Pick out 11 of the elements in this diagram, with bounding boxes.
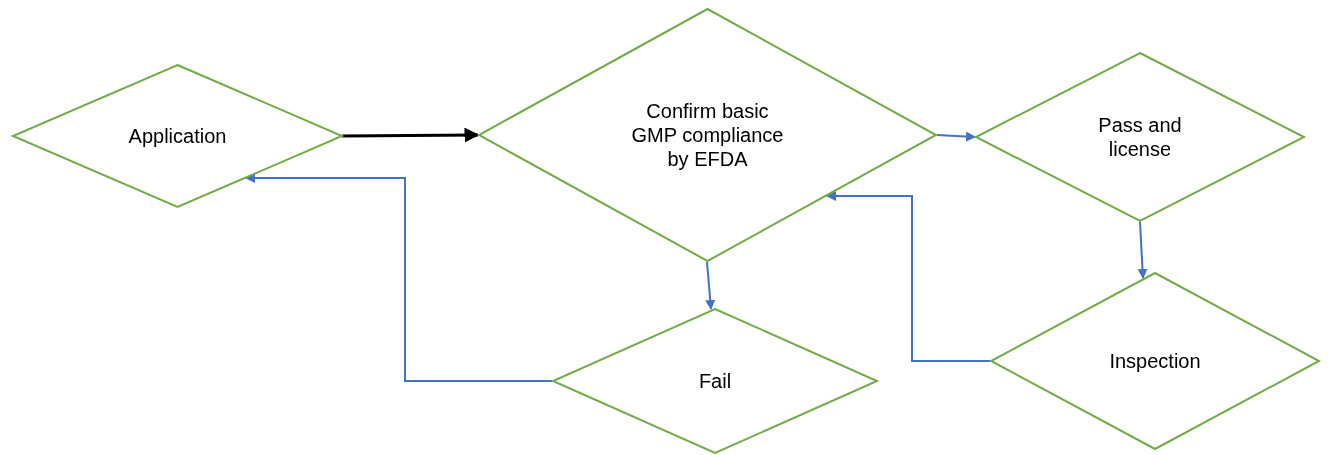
arrow <box>245 173 553 382</box>
node-label: Pass and license <box>1097 113 1183 161</box>
arrow <box>342 127 480 143</box>
arrow <box>1137 221 1148 279</box>
arrow <box>826 191 991 362</box>
node-label: Fail <box>698 369 732 393</box>
node-label: Confirm basic GMP compliance by EFDA <box>630 99 785 171</box>
arrow <box>705 261 716 310</box>
node-label: Inspection <box>1109 349 1201 373</box>
node-label: Application <box>128 124 227 148</box>
arrow <box>936 131 976 142</box>
